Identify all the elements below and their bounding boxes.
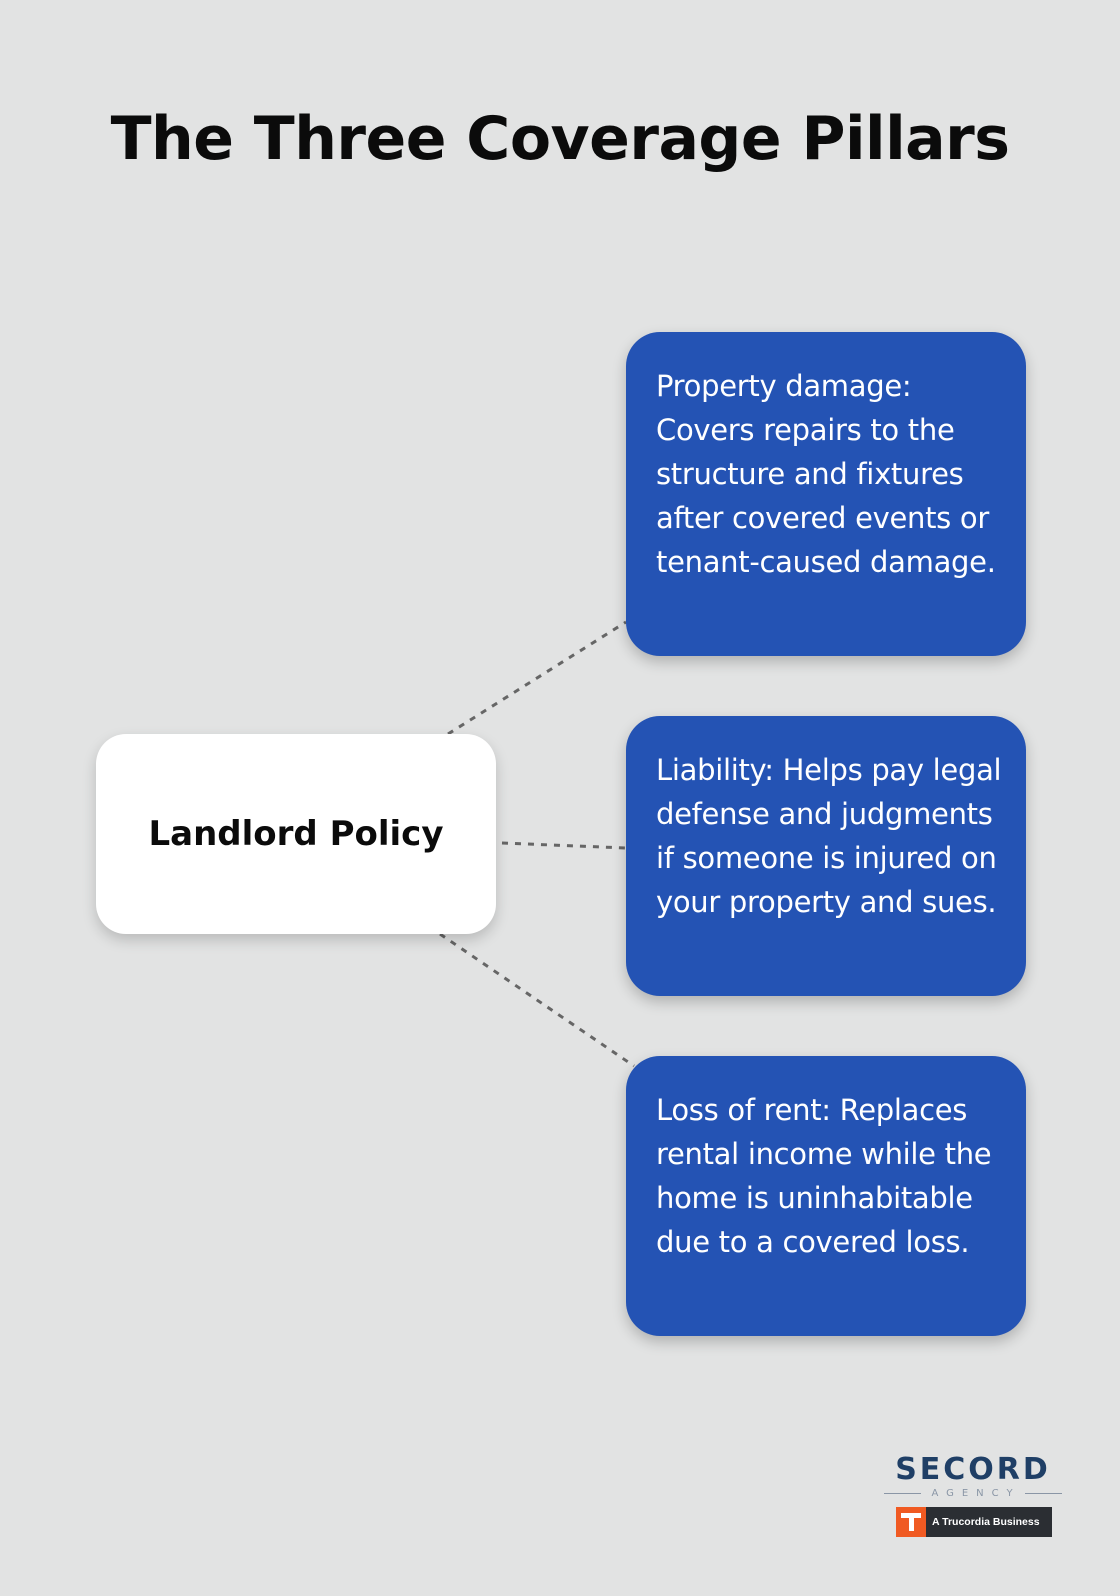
landlord-policy-label: Landlord Policy — [148, 814, 444, 854]
trucordia-badge-text: A Trucordia Business — [932, 1516, 1040, 1528]
page-title: The Three Coverage Pillars — [110, 104, 1010, 174]
trucordia-icon — [896, 1507, 926, 1537]
logo-subline: AGENCY — [884, 1488, 1063, 1499]
pillar-property-damage-text: Property damage: Covers repairs to the s… — [656, 369, 996, 579]
pillar-loss-of-rent: Loss of rent: Replaces rental income whi… — [626, 1056, 1026, 1336]
pillar-property-damage: Property damage: Covers repairs to the s… — [626, 332, 1026, 656]
trucordia-badge: A Trucordia Business — [896, 1507, 1052, 1537]
logo-rule-left — [884, 1493, 922, 1494]
logo-wordmark: SECORD — [895, 1452, 1051, 1487]
secord-agency-logo: SECORD AGENCY A Trucordia Business — [884, 1452, 1063, 1537]
logo-rule-right — [1024, 1493, 1063, 1494]
pillar-liability-text: Liability: Helps pay legal defense and j… — [656, 753, 1002, 919]
pillar-liability: Liability: Helps pay legal defense and j… — [626, 716, 1026, 996]
pillar-loss-of-rent-text: Loss of rent: Replaces rental income whi… — [656, 1093, 992, 1259]
landlord-policy-node: Landlord Policy — [96, 734, 496, 934]
connector-property-damage — [447, 620, 627, 736]
connector-liability — [501, 841, 627, 850]
connector-loss-of-rent — [439, 932, 635, 1068]
logo-subtitle: AGENCY — [931, 1488, 1021, 1499]
